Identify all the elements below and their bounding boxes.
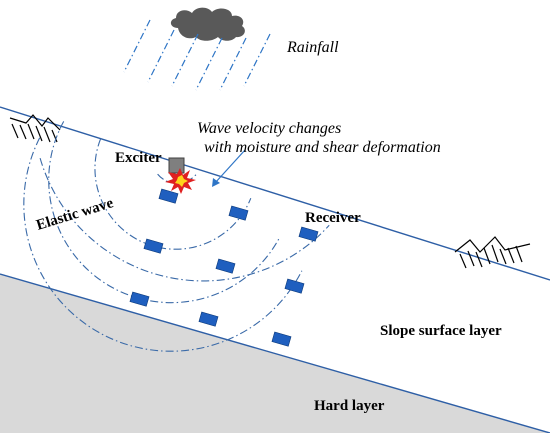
receiver-marker — [215, 258, 236, 274]
receiver-marker — [271, 331, 292, 347]
receiver-marker — [143, 238, 164, 254]
receiver-label: Receiver — [305, 210, 361, 226]
wave-velocity-label-line1: Wave velocity changes — [197, 120, 341, 137]
exciter-label: Exciter — [115, 150, 162, 166]
exciter-icon — [168, 157, 185, 174]
receiver-marker — [129, 291, 150, 307]
annotation-arrow — [214, 149, 246, 184]
receiver-marker — [284, 278, 305, 294]
slope-surface-layer-label: Slope surface layer — [380, 323, 502, 339]
hard-layer-boundary — [0, 273, 550, 433]
hard-layer-label: Hard layer — [314, 398, 385, 414]
hatch-symbol-right — [454, 236, 531, 269]
wave-velocity-label-line2: with moisture and shear deformation — [204, 139, 441, 156]
receiver-marker — [198, 311, 219, 327]
slope-surface-line — [0, 106, 550, 281]
burst-core — [175, 175, 188, 187]
cloud-icon — [170, 7, 245, 41]
elastic-wave-label: Elastic wave — [34, 195, 115, 234]
rainfall-label: Rainfall — [286, 39, 339, 56]
receiver-marker — [228, 205, 249, 221]
rain-streaks — [123, 19, 271, 91]
annotation-arrowhead — [212, 178, 220, 187]
receivers — [129, 188, 319, 347]
receiver-marker — [158, 188, 179, 204]
hatch-symbol-left — [9, 114, 61, 143]
receiver-marker — [298, 226, 319, 242]
